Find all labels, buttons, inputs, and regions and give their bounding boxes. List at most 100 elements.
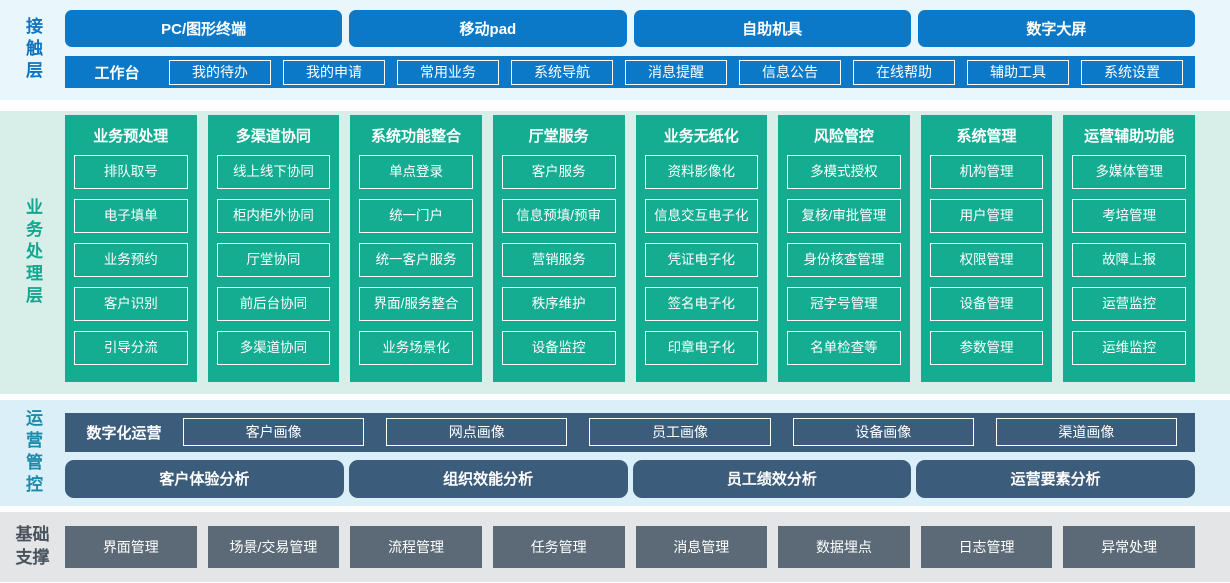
business-column: 多渠道协同 线上线下协同 柜内柜外协同 厅堂协同 前后台协同 多渠道协同 xyxy=(207,115,340,382)
analysis-row: 客户体验分析 组织效能分析 员工绩效分析 运营要素分析 xyxy=(65,459,1195,498)
foundation-item: 数据埋点 xyxy=(778,526,910,568)
business-column-title: 系统功能整合 xyxy=(371,128,462,145)
business-column: 业务预处理 排队取号 电子填单 业务预约 客户识别 引导分流 xyxy=(65,115,197,382)
channel-button: 移动pad xyxy=(349,10,627,47)
portrait-item: 渠道画像 xyxy=(995,418,1178,447)
business-item: 考培管理 xyxy=(1072,199,1186,233)
business-column-title: 业务预处理 xyxy=(93,128,169,145)
digital-operation-bar: 数字化运营 客户画像 网点画像 员工画像 设备画像 渠道画像 xyxy=(65,413,1195,452)
business-column: 厅堂服务 客户服务 信息预填/预审 营销服务 秩序维护 设备监控 xyxy=(492,115,625,382)
analysis-item: 员工绩效分析 xyxy=(632,459,912,498)
business-column: 运营辅助功能 多媒体管理 考培管理 故障上报 运营监控 运维监控 xyxy=(1063,115,1195,382)
business-item: 业务场景化 xyxy=(359,331,473,365)
portrait-items: 客户画像 网点画像 员工画像 设备画像 渠道画像 xyxy=(183,418,1178,447)
workbench-item: 系统导航 xyxy=(511,59,613,85)
business-item: 客户识别 xyxy=(74,287,188,321)
business-item: 营销服务 xyxy=(501,243,616,277)
business-item: 电子填单 xyxy=(74,199,188,233)
portrait-item: 员工画像 xyxy=(589,418,771,447)
business-item: 凭证电子化 xyxy=(644,243,759,277)
foundation-item: 场景/交易管理 xyxy=(207,526,340,568)
portrait-item: 设备画像 xyxy=(792,418,974,447)
business-column-title: 业务无纸化 xyxy=(663,128,739,145)
business-item: 故障上报 xyxy=(1072,243,1186,277)
analysis-item: 组织效能分析 xyxy=(348,459,628,498)
operation-layer-content: 数字化运营 客户画像 网点画像 员工画像 设备画像 渠道画像 客户体验分析 xyxy=(65,400,1230,506)
foundation-item: 任务管理 xyxy=(492,526,625,568)
business-column-title: 风险管控 xyxy=(813,128,874,145)
channel-button: PC/图形终端 xyxy=(65,10,343,47)
business-item: 名单检查等 xyxy=(787,331,901,365)
business-item: 业务预约 xyxy=(74,243,188,277)
business-item: 单点登录 xyxy=(359,155,473,189)
business-item: 设备监控 xyxy=(501,331,616,365)
workbench-label: 工作台 xyxy=(94,64,140,82)
contact-layer-label: 接触层 xyxy=(0,0,65,100)
business-item: 信息预填/预审 xyxy=(501,199,616,233)
business-item: 设备管理 xyxy=(929,287,1044,321)
business-column: 业务无纸化 资料影像化 信息交互电子化 凭证电子化 签名电子化 印章电子化 xyxy=(635,115,768,382)
business-column-items: 单点登录 统一门户 统一客户服务 界面/服务整合 业务场景化 xyxy=(359,155,473,372)
workbench-bar: 工作台 我的待办 我的申请 常用业务 系统导航 消息提醒 信息公告 在线帮助 xyxy=(65,56,1195,88)
business-column-items: 线上线下协同 柜内柜外协同 厅堂协同 前后台协同 多渠道协同 xyxy=(216,155,331,372)
workbench-item: 消息提醒 xyxy=(625,59,727,85)
business-column-items: 资料影像化 信息交互电子化 凭证电子化 签名电子化 印章电子化 xyxy=(644,155,759,372)
contact-layer-band: 接触层 PC/图形终端 移动pad 自助机具 数字大屏 工作台 我的待办 我的申… xyxy=(0,0,1230,100)
foundation-item: 异常处理 xyxy=(1063,526,1195,568)
business-item: 签名电子化 xyxy=(644,287,759,321)
business-item: 运营监控 xyxy=(1072,287,1186,321)
business-item: 柜内柜外协同 xyxy=(216,199,331,233)
business-layer-label: 业务处理层 xyxy=(0,111,65,394)
business-item: 厅堂协同 xyxy=(216,243,331,277)
portrait-item: 客户画像 xyxy=(183,418,365,447)
workbench-item: 信息公告 xyxy=(739,59,841,85)
channel-row: PC/图形终端 移动pad 自助机具 数字大屏 xyxy=(65,10,1195,47)
business-item: 线上线下协同 xyxy=(216,155,331,189)
business-column-items: 排队取号 电子填单 业务预约 客户识别 引导分流 xyxy=(74,155,188,372)
operation-layer-label-text: 运营管控 xyxy=(23,409,42,497)
business-item: 统一门户 xyxy=(359,199,473,233)
workbench-item: 我的申请 xyxy=(283,59,385,85)
portrait-item: 网点画像 xyxy=(386,418,568,447)
workbench-item: 我的待办 xyxy=(169,59,271,85)
business-column-title: 多渠道协同 xyxy=(235,128,311,145)
business-item: 引导分流 xyxy=(74,331,188,365)
analysis-item: 客户体验分析 xyxy=(65,459,344,498)
business-item: 信息交互电子化 xyxy=(644,199,759,233)
business-item: 冠字号管理 xyxy=(787,287,901,321)
business-item: 用户管理 xyxy=(929,199,1044,233)
business-item: 印章电子化 xyxy=(644,331,759,365)
business-column: 系统功能整合 单点登录 统一门户 统一客户服务 界面/服务整合 业务场景化 xyxy=(350,115,482,382)
workbench-item: 在线帮助 xyxy=(853,59,955,85)
foundation-item: 流程管理 xyxy=(350,526,482,568)
business-item: 秩序维护 xyxy=(501,287,616,321)
channel-button: 数字大屏 xyxy=(917,10,1195,47)
business-column-title: 厅堂服务 xyxy=(528,128,589,145)
business-item: 资料影像化 xyxy=(644,155,759,189)
business-column-items: 多模式授权 复核/审批管理 身份核查管理 冠字号管理 名单检查等 xyxy=(787,155,901,372)
business-item: 参数管理 xyxy=(929,331,1044,365)
business-item: 统一客户服务 xyxy=(359,243,473,277)
business-item: 前后台协同 xyxy=(216,287,331,321)
foundation-item: 日志管理 xyxy=(920,526,1053,568)
business-item: 多模式授权 xyxy=(787,155,901,189)
business-item: 权限管理 xyxy=(929,243,1044,277)
business-column-items: 客户服务 信息预填/预审 营销服务 秩序维护 设备监控 xyxy=(501,155,616,372)
business-item: 多媒体管理 xyxy=(1072,155,1186,189)
foundation-item: 消息管理 xyxy=(635,526,768,568)
business-item: 运维监控 xyxy=(1072,331,1186,365)
workbench-item: 常用业务 xyxy=(397,59,499,85)
business-item: 复核/审批管理 xyxy=(787,199,901,233)
business-column-title: 运营辅助功能 xyxy=(1084,128,1175,145)
business-item: 身份核查管理 xyxy=(787,243,901,277)
contact-layer-label-text: 接触层 xyxy=(23,17,42,83)
business-column: 风险管控 多模式授权 复核/审批管理 身份核查管理 冠字号管理 名单检查等 xyxy=(778,115,910,382)
workbench-items: 我的待办 我的申请 常用业务 系统导航 消息提醒 信息公告 在线帮助 辅助工具 … xyxy=(169,59,1183,85)
operation-layer-label: 运营管控 xyxy=(0,400,65,506)
business-item: 排队取号 xyxy=(74,155,188,189)
business-item: 机构管理 xyxy=(929,155,1044,189)
foundation-item: 界面管理 xyxy=(65,526,197,568)
business-column-items: 机构管理 用户管理 权限管理 设备管理 参数管理 xyxy=(929,155,1044,372)
workbench-item: 辅助工具 xyxy=(967,59,1069,85)
foundation-items: 界面管理 场景/交易管理 流程管理 任务管理 消息管理 数据埋点 日志管理 异常… xyxy=(65,512,1230,582)
